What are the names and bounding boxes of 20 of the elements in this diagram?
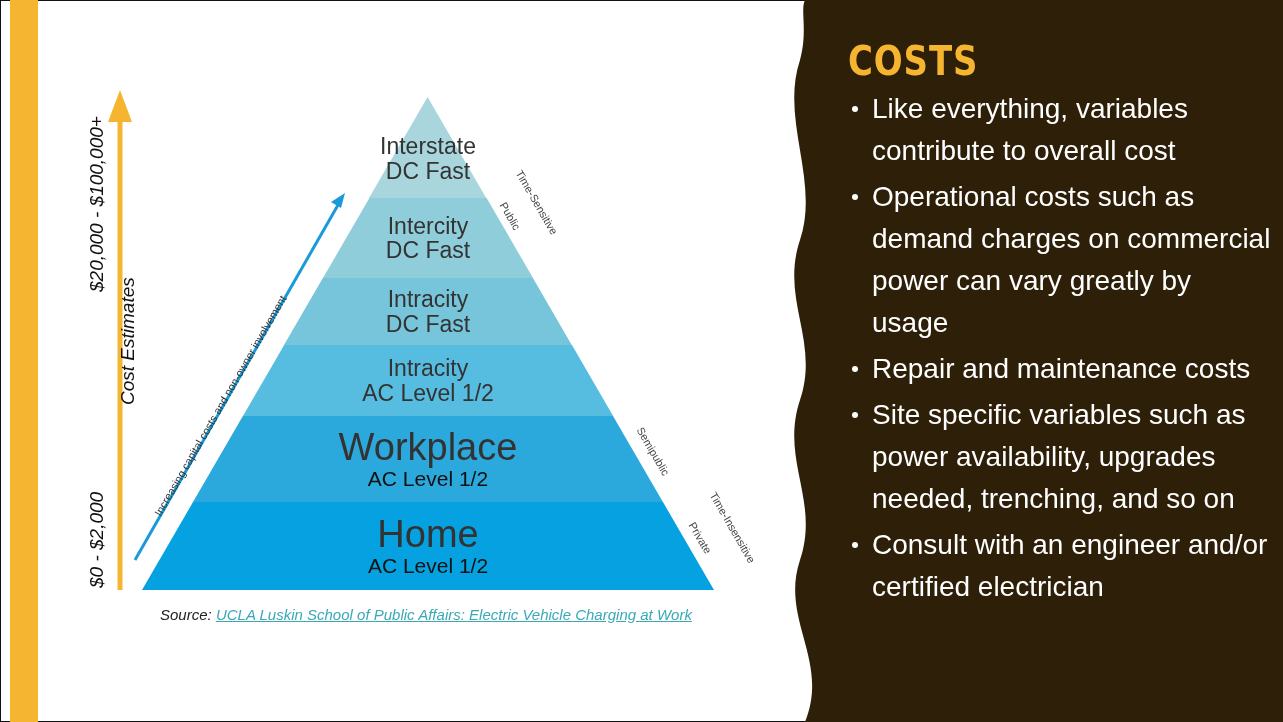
tier-label: Interstate DC Fast	[380, 132, 476, 183]
source-link: UCLA Luskin School of Public Affairs: Electric Vehicle Charging at Work	[215, 606, 692, 623]
bullet-point: Repair and maintenance costs	[848, 348, 1273, 390]
tier-sublabel: AC Level 1/2	[367, 467, 489, 490]
bullet-point: Site specific variables such as power availability, upgrades needed, trenching, and so on	[848, 394, 1273, 520]
bullet-point: Consult with an engineer and/or certified electrician	[848, 524, 1273, 608]
tier-label: Intercity DC Fast	[385, 213, 471, 263]
axis-title: Cost Estimates	[117, 277, 139, 405]
axis-label: $20,000 - $100,000+	[86, 116, 108, 292]
axis-label: $0 - $2,000	[86, 491, 108, 588]
pyramid-tier	[369, 97, 487, 198]
source-label: Source:	[160, 606, 212, 623]
tier-label: Intracity DC Fast	[385, 287, 471, 336]
bullet-point: Operational costs such as demand charges on commercial power can vary greatly by usage	[848, 176, 1273, 344]
tier-sublabel: AC Level 1/2	[367, 554, 489, 577]
tier-label: Intracity AC Level 1/2	[362, 356, 494, 405]
tier-label: Workplace	[338, 428, 518, 468]
bullet-point: Like everything, variables contribute to overall cost	[848, 88, 1273, 172]
slide-title: COSTS	[848, 38, 979, 84]
tier-label: Home	[377, 515, 479, 555]
